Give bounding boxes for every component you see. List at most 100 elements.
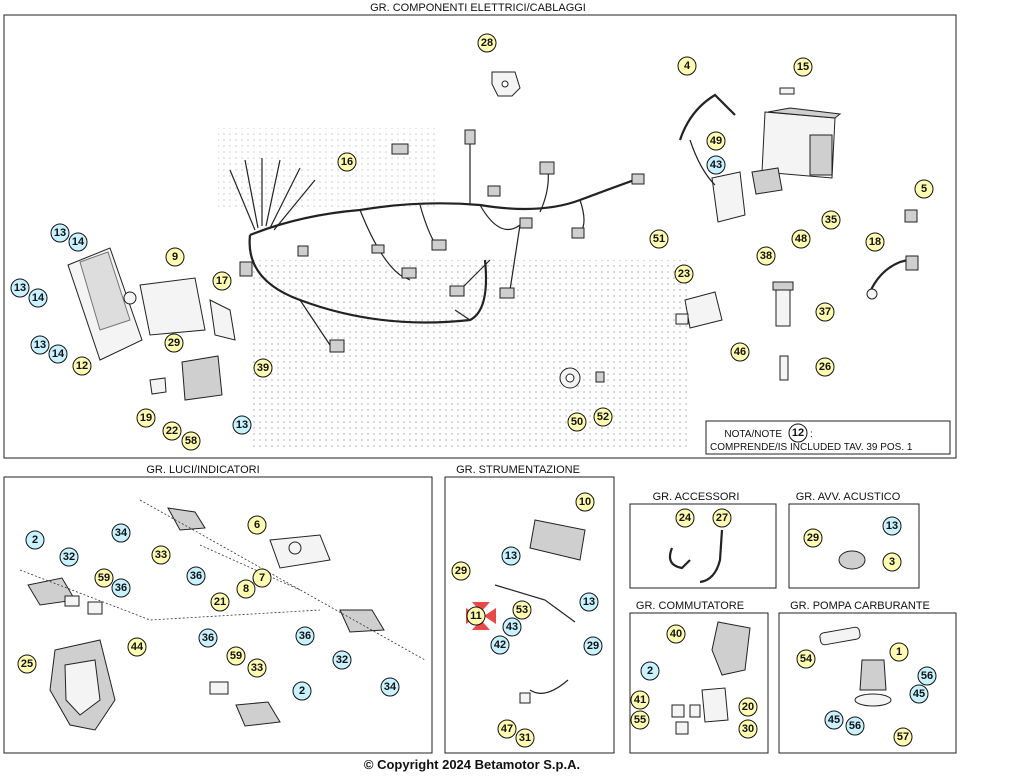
instruments-frame [444, 476, 615, 754]
callout-bubble [824, 710, 844, 730]
callout-bubble [815, 302, 835, 322]
callout-37: 37 [815, 302, 835, 322]
callout-13: 13 [882, 516, 902, 536]
callout-bubble [497, 719, 517, 739]
callout-number: 45 [913, 688, 925, 700]
callout-51: 51 [649, 229, 669, 249]
license-light-6 [269, 534, 331, 569]
callout-2: 2 [292, 681, 312, 701]
callout-number: 41 [634, 694, 646, 706]
callout-number: 13 [505, 550, 517, 562]
callout-13: 13 [50, 223, 70, 243]
callout-bubble [292, 681, 312, 701]
callout-1: 1 [889, 642, 909, 662]
callout-bubble [738, 697, 758, 717]
dashboard-10 [494, 519, 586, 704]
callout-number: 13 [14, 282, 26, 294]
callout-bubble [803, 528, 823, 548]
callout-number: 37 [819, 306, 831, 318]
callout-29: 29 [451, 561, 471, 581]
callout-number: 29 [168, 337, 180, 349]
callout-number: 29 [455, 565, 467, 577]
callout-number: 36 [190, 570, 202, 582]
callout-59: 59 [226, 646, 246, 666]
callout-number: 13 [583, 596, 595, 608]
callout-bubble [583, 636, 603, 656]
callout-25: 25 [17, 654, 37, 674]
callout-13: 13 [30, 335, 50, 355]
callout-bubble [730, 342, 750, 362]
callout-bubble [677, 56, 697, 76]
callout-number: 15 [797, 61, 809, 73]
callout-19: 19 [136, 408, 156, 428]
callout-26: 26 [815, 357, 835, 377]
callout-bubble [466, 606, 486, 626]
callout-55: 55 [630, 710, 650, 730]
title-instruments: GR. STRUMENTAZIONE [456, 464, 580, 476]
callout-number: 18 [869, 236, 881, 248]
bracket-28 [491, 71, 521, 97]
callout-bubble [865, 232, 885, 252]
callout-bubble [232, 415, 252, 435]
callout-45: 45 [824, 710, 844, 730]
callout-52: 52 [593, 407, 613, 427]
callout-24: 24 [675, 508, 695, 528]
horn-3 [838, 550, 866, 570]
note-label: NOTA/NOTE [724, 429, 782, 440]
callout-35: 35 [821, 210, 841, 230]
callout-bubble [164, 333, 184, 353]
callout-bubble [48, 344, 68, 364]
callout-38: 38 [756, 246, 776, 266]
callout-number: 57 [897, 731, 909, 743]
callout-33: 33 [151, 545, 171, 565]
callout-bubble [490, 635, 510, 655]
indicator-front-left [27, 577, 80, 607]
horn-frame [788, 503, 920, 589]
callout-number: 54 [800, 653, 813, 665]
spark-plug-cap [772, 281, 794, 381]
callout-bubble [579, 592, 599, 612]
callout-32: 32 [332, 650, 352, 670]
callout-bubble [649, 229, 669, 249]
callout-bubble [815, 357, 835, 377]
callout-36: 36 [295, 626, 315, 646]
sensor-50 [559, 367, 605, 389]
callout-bubble [845, 716, 865, 736]
callout-5: 5 [914, 179, 934, 199]
callout-number: 3 [889, 556, 895, 568]
callout-13: 13 [10, 278, 30, 298]
callout-number: 43 [506, 621, 518, 633]
callout-number: 13 [34, 339, 46, 351]
callout-number: 22 [166, 425, 178, 437]
callout-bubble [914, 179, 934, 199]
leader-line [19, 569, 321, 621]
main-frame [3, 14, 957, 459]
callout-28: 28 [477, 33, 497, 53]
title-switch: GR. COMMUTATORE [636, 600, 744, 612]
callout-number: 17 [216, 275, 228, 287]
callout-bubble [28, 288, 48, 308]
callout-bubble [332, 650, 352, 670]
regulator-9 [139, 277, 236, 341]
callout-number: 36 [115, 582, 127, 594]
callout-bubble [821, 210, 841, 230]
title-main: GR. COMPONENTI ELETTRICI/CABLAGGI [370, 2, 586, 14]
callout-31: 31 [515, 728, 535, 748]
callout-2: 2 [25, 530, 45, 550]
callout-21: 21 [210, 592, 230, 612]
callout-bubble [30, 335, 50, 355]
callout-22: 22 [162, 421, 182, 441]
callout-number: 43 [710, 159, 722, 171]
fuel-pump-frame [778, 612, 957, 754]
callout-bubble [253, 358, 273, 378]
callout-number: 55 [634, 714, 646, 726]
callout-bubble [630, 690, 650, 710]
callout-12: 12 [72, 356, 92, 376]
callout-32: 32 [59, 547, 79, 567]
callout-17: 17 [212, 271, 232, 291]
callout-13: 13 [501, 546, 521, 566]
title-fuel-pump: GR. POMPA CARBURANTE [790, 600, 930, 612]
callout-29: 29 [803, 528, 823, 548]
callout-8: 8 [236, 579, 256, 599]
callout-bubble [640, 661, 660, 681]
